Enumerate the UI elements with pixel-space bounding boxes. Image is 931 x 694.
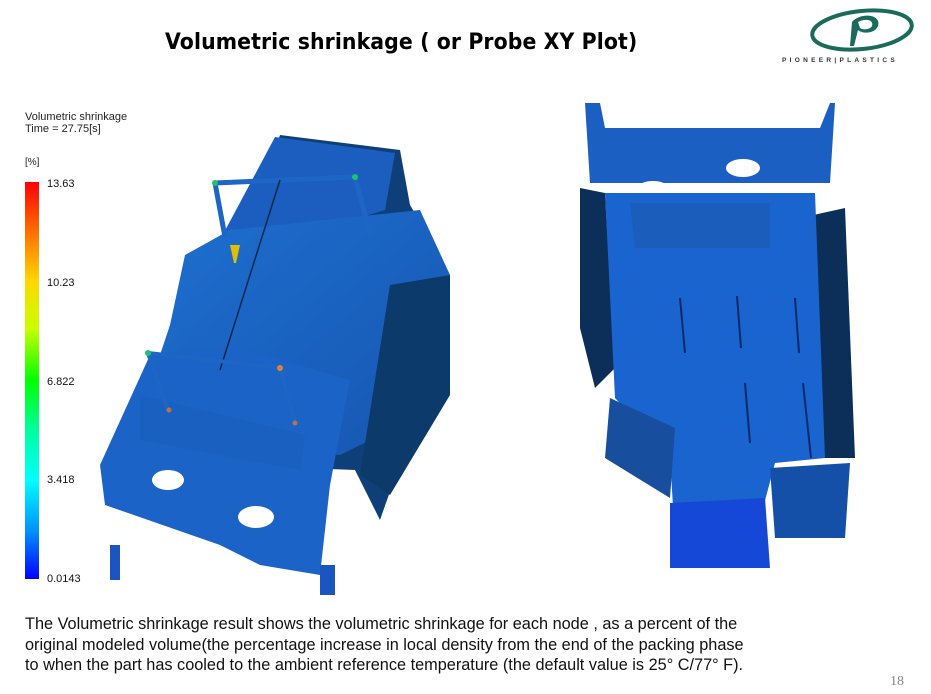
part-top-view-model [100,135,450,595]
description-line: original modeled volume(the percentage i… [25,635,744,654]
legend-time: Time = 27.75[s] [25,123,101,135]
legend-result-name: Volumetric shrinkage [25,111,128,123]
legend-tick-min: 0.0143 [47,573,81,585]
legend-tick: 3.418 [47,474,75,486]
slide-title: Volumetric shrinkage ( or Probe XY Plot) [165,30,638,55]
legend-tick-max: 13.63 [47,178,75,190]
description-line: The Volumetric shrinkage result shows th… [25,615,738,633]
logo-text: PIONEER|PLASTICS [782,57,899,64]
part-bottom-view-model [580,103,855,568]
description-text: The Volumetric shrinkage result shows th… [25,614,905,676]
legend-unit: [%] [25,157,40,168]
pioneer-plastics-logo [810,8,914,52]
description-line: to when the part has cooled to the ambie… [25,656,744,674]
legend-tick: 10.23 [47,277,75,289]
page-number: 18 [890,674,904,689]
color-scale-bar [25,182,39,579]
legend-title: Volumetric shrinkage Time = 27.75[s] [25,111,127,135]
legend-tick: 6.822 [47,376,75,388]
